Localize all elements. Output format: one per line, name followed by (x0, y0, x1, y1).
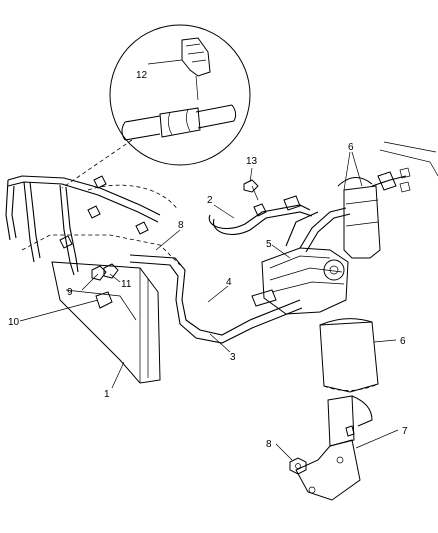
callout-4: 4 (226, 277, 232, 288)
accumulator-bracket (295, 395, 373, 501)
callout-3: 3 (230, 352, 236, 363)
callout-11: 10 (8, 317, 20, 328)
callout-7: 7 (402, 426, 408, 437)
detail-magnifier (109, 24, 251, 166)
callout-8: 8 (266, 439, 272, 450)
compressor (261, 207, 351, 315)
bolt-14 (243, 179, 259, 201)
callout-1: 1 (104, 389, 110, 400)
callout-6: 6 (348, 142, 354, 153)
callout-14: 13 (246, 156, 258, 167)
nut-8 (289, 457, 307, 475)
detail-leader (61, 139, 133, 189)
accumulator-installed (337, 141, 438, 259)
accumulator-detail (319, 318, 379, 393)
callout-13: 12 (136, 70, 148, 81)
condenser-assembly (5, 175, 181, 384)
callout-12: 11 (121, 279, 132, 290)
callout-9: 8 (178, 220, 184, 231)
leader-lines (19, 59, 399, 461)
callout-2: 2 (207, 195, 213, 206)
callout-10: 9 (67, 287, 73, 298)
callout-5: 5 (266, 239, 272, 250)
callout-6: 6 (400, 336, 406, 347)
line-assemblies (129, 195, 313, 344)
